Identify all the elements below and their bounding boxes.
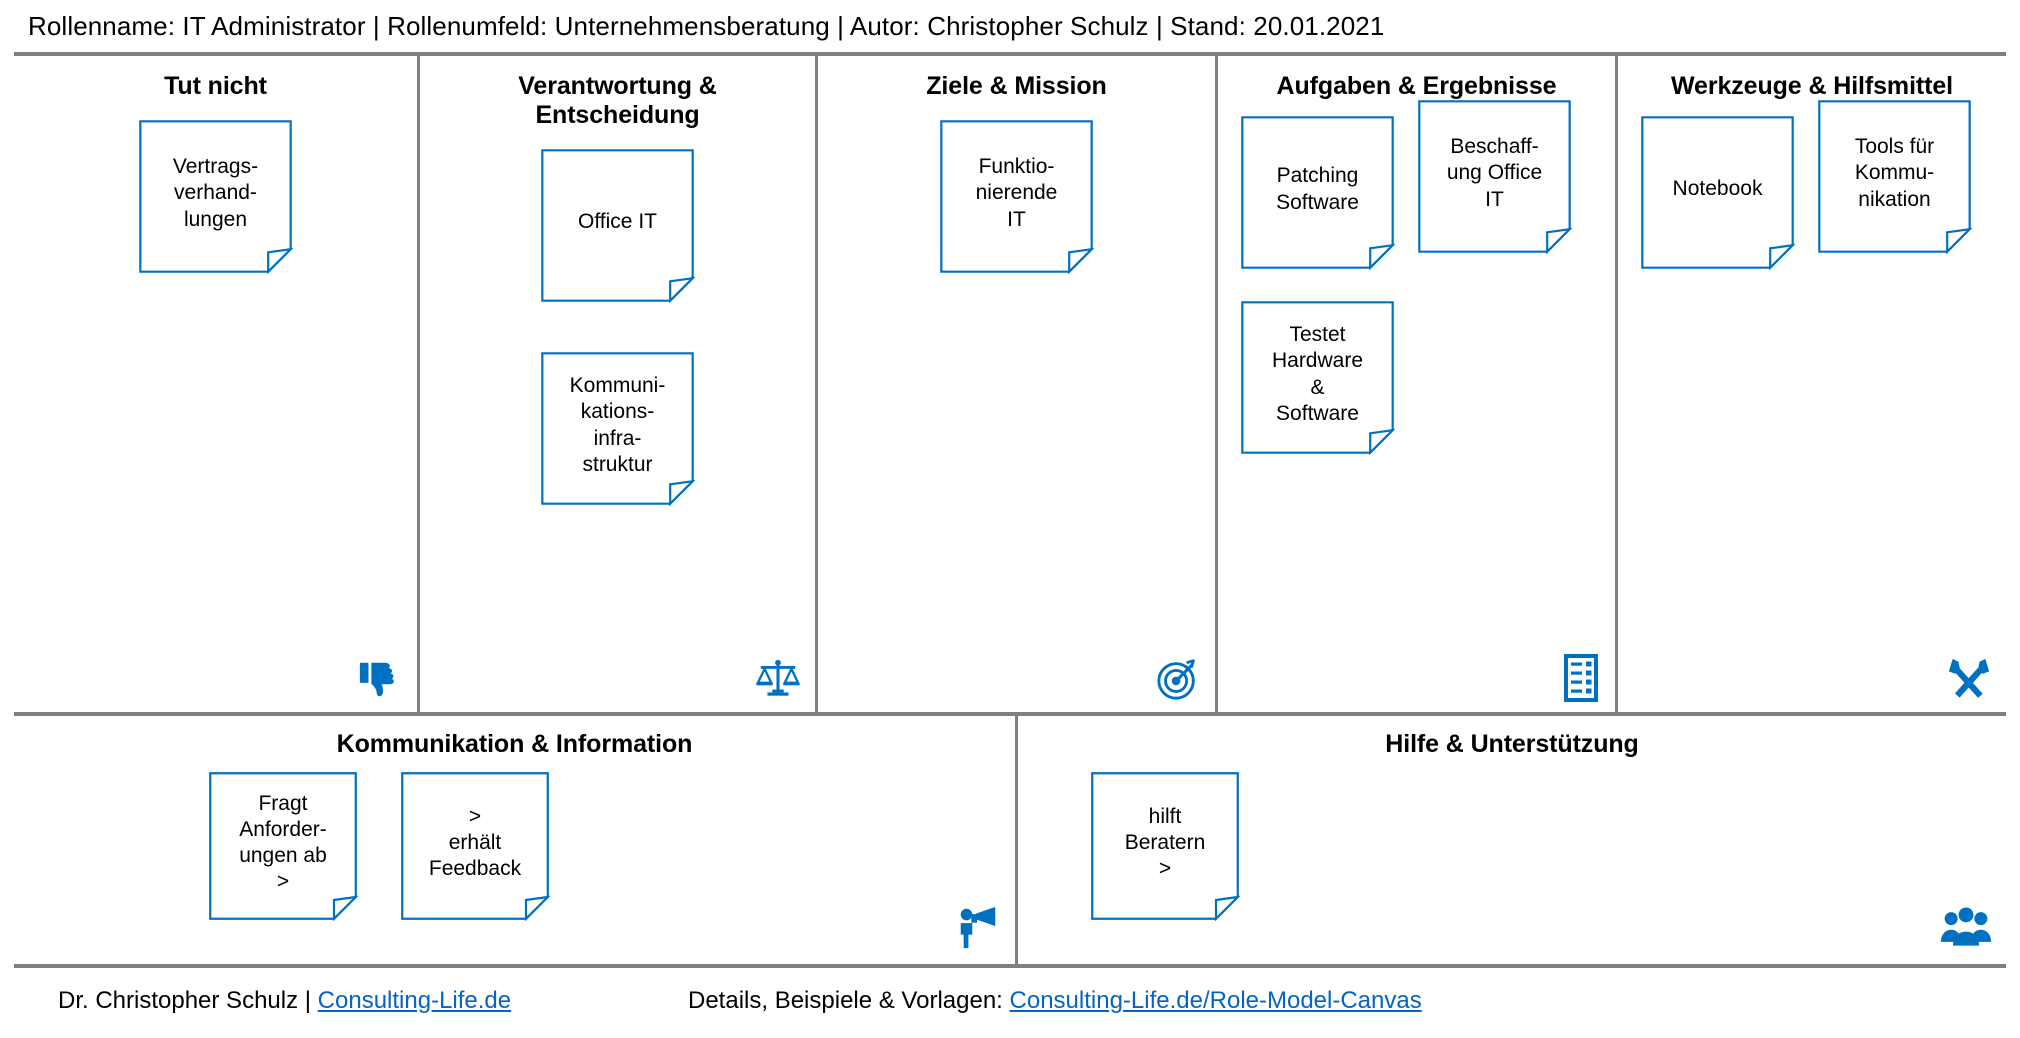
sticky-note[interactable]: Tools für Kommu- nikation: [1817, 99, 1972, 254]
note-row: Vertrags- verhand- lungen: [28, 119, 403, 274]
sticky-note-text: Patching Software: [1276, 164, 1359, 214]
canvas-section-ziele-mission[interactable]: Ziele & Mission Funktio- nierende IT: [818, 56, 1218, 712]
notes-area: Patching Software Beschaff- ung Office I…: [1232, 101, 1601, 712]
sticky-note-text: Office IT: [578, 210, 657, 234]
section-title: Tut nicht: [164, 72, 267, 100]
canvas-bottom-row: Kommunikation & Information Fragt Anford…: [14, 716, 2006, 964]
section-title: Werkzeuge & Hilfsmittel: [1670, 72, 1954, 100]
sticky-note-text: Beschaff- ung Office IT: [1446, 135, 1543, 211]
canvas-top-row: Tut nicht Vertrags- verhand- lungen: [14, 56, 2006, 716]
sticky-note[interactable]: hilft Beratern >: [1090, 771, 1240, 921]
section-title: Verantwortung & Entscheidung: [518, 72, 717, 129]
crossed-hammers-icon: [1946, 656, 1992, 702]
footer-author-link[interactable]: Consulting-Life.de: [317, 987, 512, 1014]
note-row: Kommuni- kations- infra- struktur: [434, 351, 801, 506]
sticky-note-text: Notebook: [1672, 177, 1763, 201]
sticky-note-text: Funktio- nierende IT: [975, 155, 1058, 231]
notes-area: hilft Beratern >: [1032, 759, 1992, 964]
role-meta-line: Rollenname: IT Administrator | Rollenumf…: [28, 10, 1385, 41]
people-group-icon: [1940, 904, 1992, 950]
footer-author: Dr. Christopher Schulz | Consulting-Life…: [58, 987, 688, 1015]
note-row: Office IT: [434, 148, 801, 303]
footer-details-label: Details, Beispiele & Vorlagen:: [688, 987, 1010, 1014]
sticky-note-text: > erhält Feedback: [428, 804, 522, 881]
notes-area: Office IT Kommuni- kations- infra- struk…: [434, 130, 801, 712]
note-row: Funktio- nierende IT: [832, 119, 1201, 274]
sticky-note-text: Vertrags- verhand- lungen: [172, 155, 259, 231]
notes-area: Funktio- nierende IT: [832, 101, 1201, 712]
sticky-note[interactable]: Vertrags- verhand- lungen: [138, 119, 293, 274]
note-row: Fragt Anforder- ungen ab > > erhält Feed…: [28, 771, 1001, 921]
thumbs-down-icon: [357, 656, 403, 702]
sticky-note[interactable]: Notebook: [1640, 115, 1795, 270]
sticky-note[interactable]: > erhält Feedback: [400, 771, 550, 921]
notes-area: Vertrags- verhand- lungen: [28, 101, 403, 712]
footer-details: Details, Beispiele & Vorlagen: Consultin…: [688, 987, 1422, 1015]
target-icon: [1155, 656, 1201, 702]
sticky-note[interactable]: Fragt Anforder- ungen ab >: [208, 771, 358, 921]
scales-balance-icon: [755, 656, 801, 702]
sticky-note-text: Fragt Anforder- ungen ab >: [239, 791, 327, 894]
checklist-icon: [1561, 654, 1601, 702]
canvas-section-werkzeuge-hilfsmittel[interactable]: Werkzeuge & Hilfsmittel Notebook: [1618, 56, 2006, 712]
section-title: Kommunikation & Information: [336, 730, 693, 758]
sticky-note[interactable]: Testet Hardware & Software: [1240, 300, 1395, 455]
sticky-note[interactable]: Beschaff- ung Office IT: [1417, 99, 1572, 254]
section-title: Ziele & Mission: [926, 72, 1107, 100]
sticky-note[interactable]: Patching Software: [1240, 115, 1395, 270]
sticky-note[interactable]: Office IT: [540, 148, 695, 303]
footer-author-name: Dr. Christopher Schulz |: [58, 987, 318, 1014]
sticky-note[interactable]: Funktio- nierende IT: [939, 119, 1094, 274]
role-model-canvas: Tut nicht Vertrags- verhand- lungen: [14, 52, 2006, 968]
sticky-note-text: Testet Hardware & Software: [1271, 323, 1364, 425]
section-title: Hilfe & Unterstützung: [1385, 730, 1639, 758]
note-row: Patching Software Beschaff- ung Office I…: [1232, 115, 1601, 270]
canvas-section-tut-nicht[interactable]: Tut nicht Vertrags- verhand- lungen: [14, 56, 420, 712]
notes-area: Fragt Anforder- ungen ab > > erhält Feed…: [28, 759, 1001, 964]
canvas-section-verantwortung-entscheidung[interactable]: Verantwortung & Entscheidung Office IT: [420, 56, 818, 712]
notes-area: Notebook Tools für Kommu- nikation: [1632, 101, 1992, 712]
note-row: Notebook Tools für Kommu- nikation: [1632, 115, 1992, 270]
sticky-note-text: Kommuni- kations- infra- struktur: [569, 374, 666, 476]
canvas-section-aufgaben-ergebnisse[interactable]: Aufgaben & Ergebnisse Patching Software: [1218, 56, 1618, 712]
sticky-note[interactable]: Kommuni- kations- infra- struktur: [540, 351, 695, 506]
megaphone-person-icon: [955, 904, 1001, 950]
note-row: Testet Hardware & Software: [1232, 300, 1601, 455]
sticky-note-text: Tools für Kommu- nikation: [1854, 135, 1935, 211]
canvas-footer: Dr. Christopher Schulz | Consulting-Life…: [0, 968, 2020, 1034]
canvas-section-kommunikation-information[interactable]: Kommunikation & Information Fragt Anford…: [14, 716, 1018, 964]
canvas-header: Rollenname: IT Administrator | Rollenumf…: [0, 0, 2020, 52]
note-row: hilft Beratern >: [1032, 771, 1992, 921]
section-title: Aufgaben & Ergebnisse: [1276, 72, 1557, 100]
sticky-note-text: hilft Beratern >: [1124, 804, 1206, 881]
footer-details-link[interactable]: Consulting-Life.de/Role-Model-Canvas: [1009, 987, 1422, 1014]
canvas-section-hilfe-unterstuetzung[interactable]: Hilfe & Unterstützung hilft Beratern >: [1018, 716, 2006, 964]
